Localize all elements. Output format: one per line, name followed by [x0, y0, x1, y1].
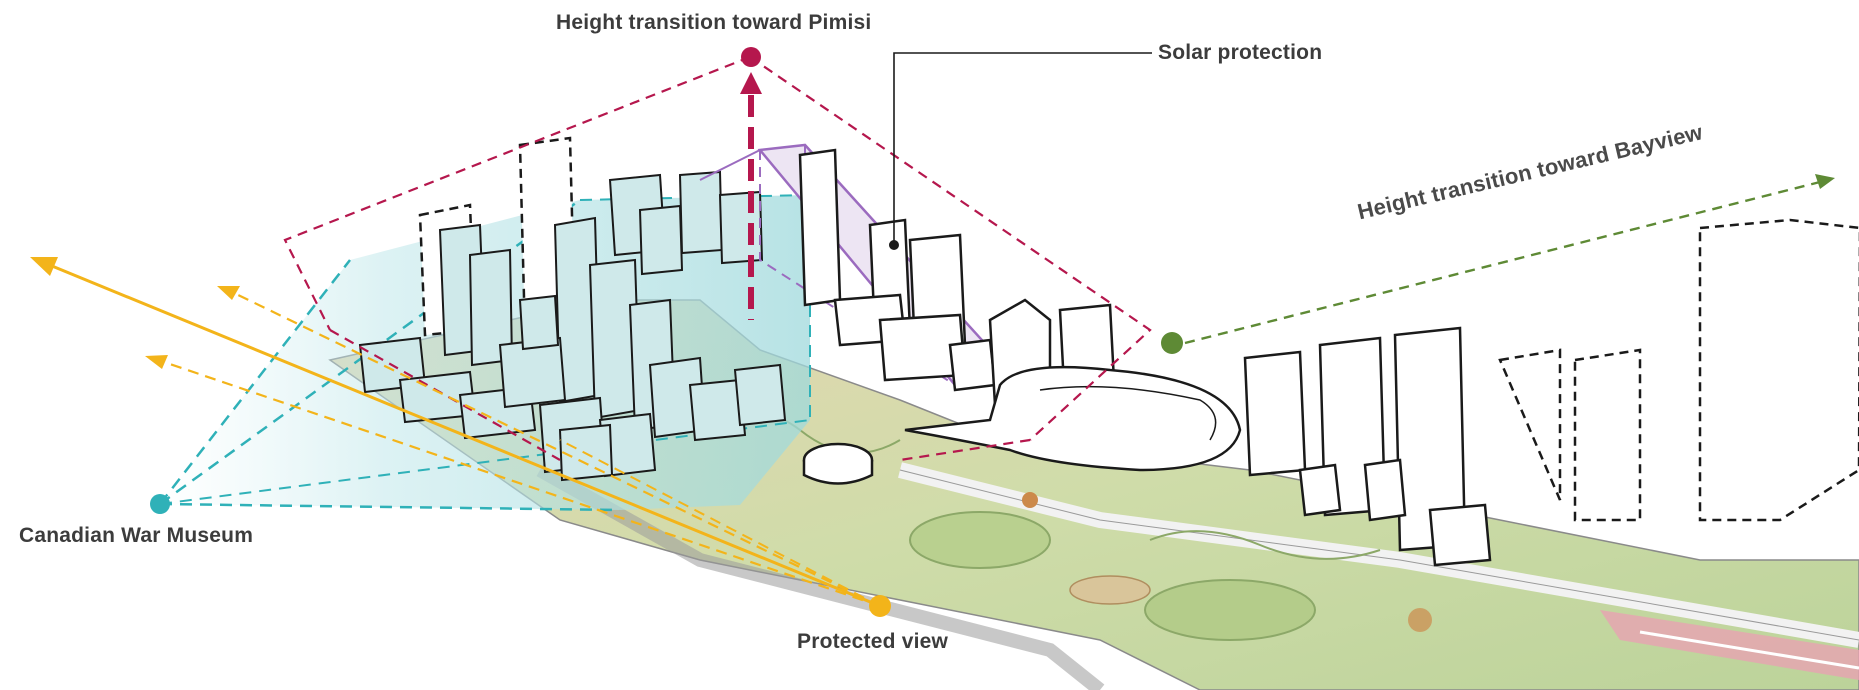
protected-view-marker [869, 595, 891, 617]
arena [802, 365, 1242, 485]
museum-marker [150, 494, 170, 514]
teal-buildings [358, 170, 787, 482]
solar-marker [889, 240, 899, 250]
pimisi-envelope [283, 55, 1152, 462]
protected-view-label: Protected view [797, 630, 949, 653]
bayview-arrow [1184, 174, 1835, 345]
pimisi-arrow [740, 72, 762, 320]
pimisi-marker [741, 47, 761, 67]
white-buildings [798, 148, 1492, 567]
bayview-marker [1161, 332, 1183, 354]
pimisi-label: Height transition toward Pimisi [556, 11, 872, 34]
museum-label: Canadian War Museum [19, 524, 254, 547]
solar-leader [893, 52, 1152, 242]
solar-protection-label: Solar protection [1158, 41, 1323, 64]
protected-view-lines [30, 257, 881, 608]
